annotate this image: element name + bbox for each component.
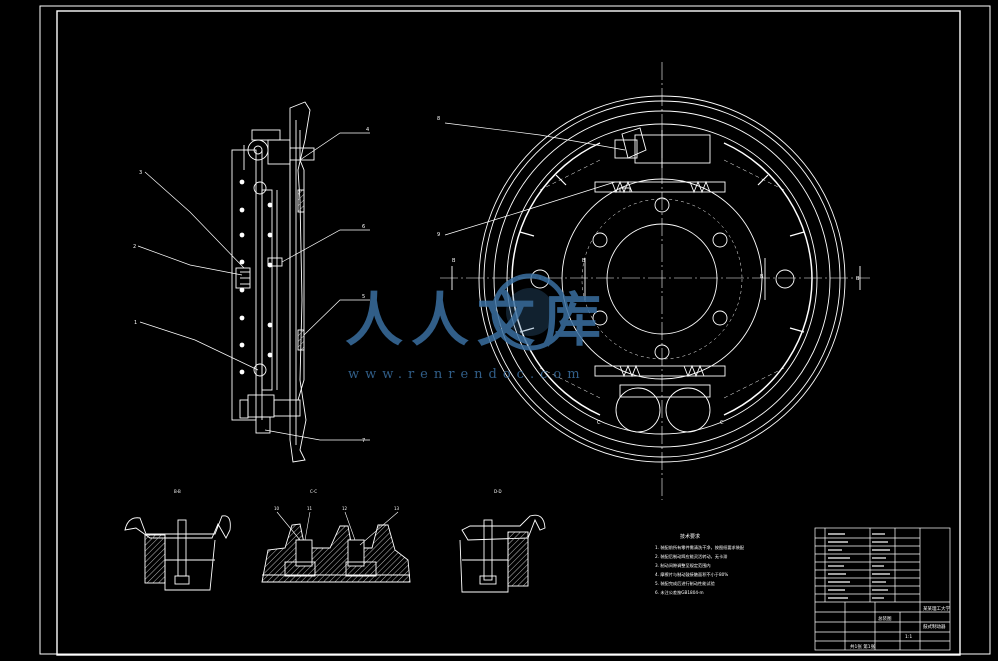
label-1: 1 <box>134 320 137 326</box>
mark-b3: B <box>582 258 586 264</box>
note-2: 2. 装配后制动蹄应能灵活转动，无卡滞 <box>655 553 727 560</box>
label-11: 11 <box>307 506 313 511</box>
mark-b4: B <box>760 274 764 280</box>
scale: 1:1 <box>905 634 912 640</box>
note-4: 4. 摩擦片与制动鼓接触面积不小于80% <box>655 571 728 578</box>
front-view <box>440 62 870 500</box>
section-dd-title: D-D <box>494 489 502 494</box>
section-dd <box>459 514 546 593</box>
section-bb-title: B-B <box>174 489 181 494</box>
project-name: 鼓式制动器 <box>923 623 946 630</box>
label-12: 12 <box>342 506 348 511</box>
section-cc <box>261 523 411 583</box>
mark-c2: C <box>720 420 724 426</box>
side-view-labels: 4 6 3 2 1 5 7 <box>133 127 369 444</box>
label-8: 8 <box>437 116 440 122</box>
label-2: 2 <box>133 244 136 250</box>
mark-b2: B <box>856 276 860 282</box>
note-5: 5. 装配完成后进行制动性能试验 <box>655 580 716 587</box>
label-9: 9 <box>437 232 440 238</box>
side-view-leaders <box>137 132 370 441</box>
title-block-text: 总装图 某某理工大学 鼓式制动器 1:1 共1张 第1张 <box>850 605 950 650</box>
note-6: 6. 未注公差按GB1804-m <box>655 589 704 596</box>
watermark-logo-text: 人人文库 <box>345 286 609 354</box>
label-4: 4 <box>366 127 369 133</box>
label-10: 10 <box>274 506 280 511</box>
label-6: 6 <box>362 224 365 230</box>
label-13: 13 <box>394 506 400 511</box>
drawing-name: 总装图 <box>878 615 892 622</box>
label-3: 3 <box>139 170 142 176</box>
front-view-leaders <box>444 122 626 236</box>
label-7: 7 <box>362 438 365 444</box>
note-3: 3. 制动间隙调整至规定范围内 <box>655 562 711 569</box>
title-block <box>814 527 951 651</box>
section-cc-leaders <box>276 511 399 546</box>
section-bb <box>124 515 231 591</box>
technical-notes: 技术要求 1. 装配前所有零件需清洗干净，按图纸要求装配 2. 装配后制动蹄应能… <box>655 533 745 596</box>
note-1: 1. 装配前所有零件需清洗干净，按图纸要求装配 <box>655 544 745 551</box>
watermark-url: www.renrendoc.com <box>348 367 586 382</box>
mark-b1: B <box>452 258 456 264</box>
parts-list-rows <box>828 533 890 599</box>
watermark: 人人文库 www.renrendoc.com <box>345 273 609 382</box>
section-cc-labels: 10 11 12 13 <box>274 506 400 511</box>
label-5: 5 <box>362 294 365 300</box>
section-cc-title: C-C <box>310 489 317 494</box>
sheet-info: 共1张 第1张 <box>850 643 876 650</box>
front-view-labels: 8 9 B B B B C C <box>437 116 860 426</box>
side-view <box>231 101 315 463</box>
outer-border <box>39 5 991 655</box>
notes-title: 技术要求 <box>680 533 700 540</box>
inner-border <box>56 10 961 656</box>
org-name: 某某理工大学 <box>923 605 950 612</box>
mark-c1: C <box>597 420 601 426</box>
